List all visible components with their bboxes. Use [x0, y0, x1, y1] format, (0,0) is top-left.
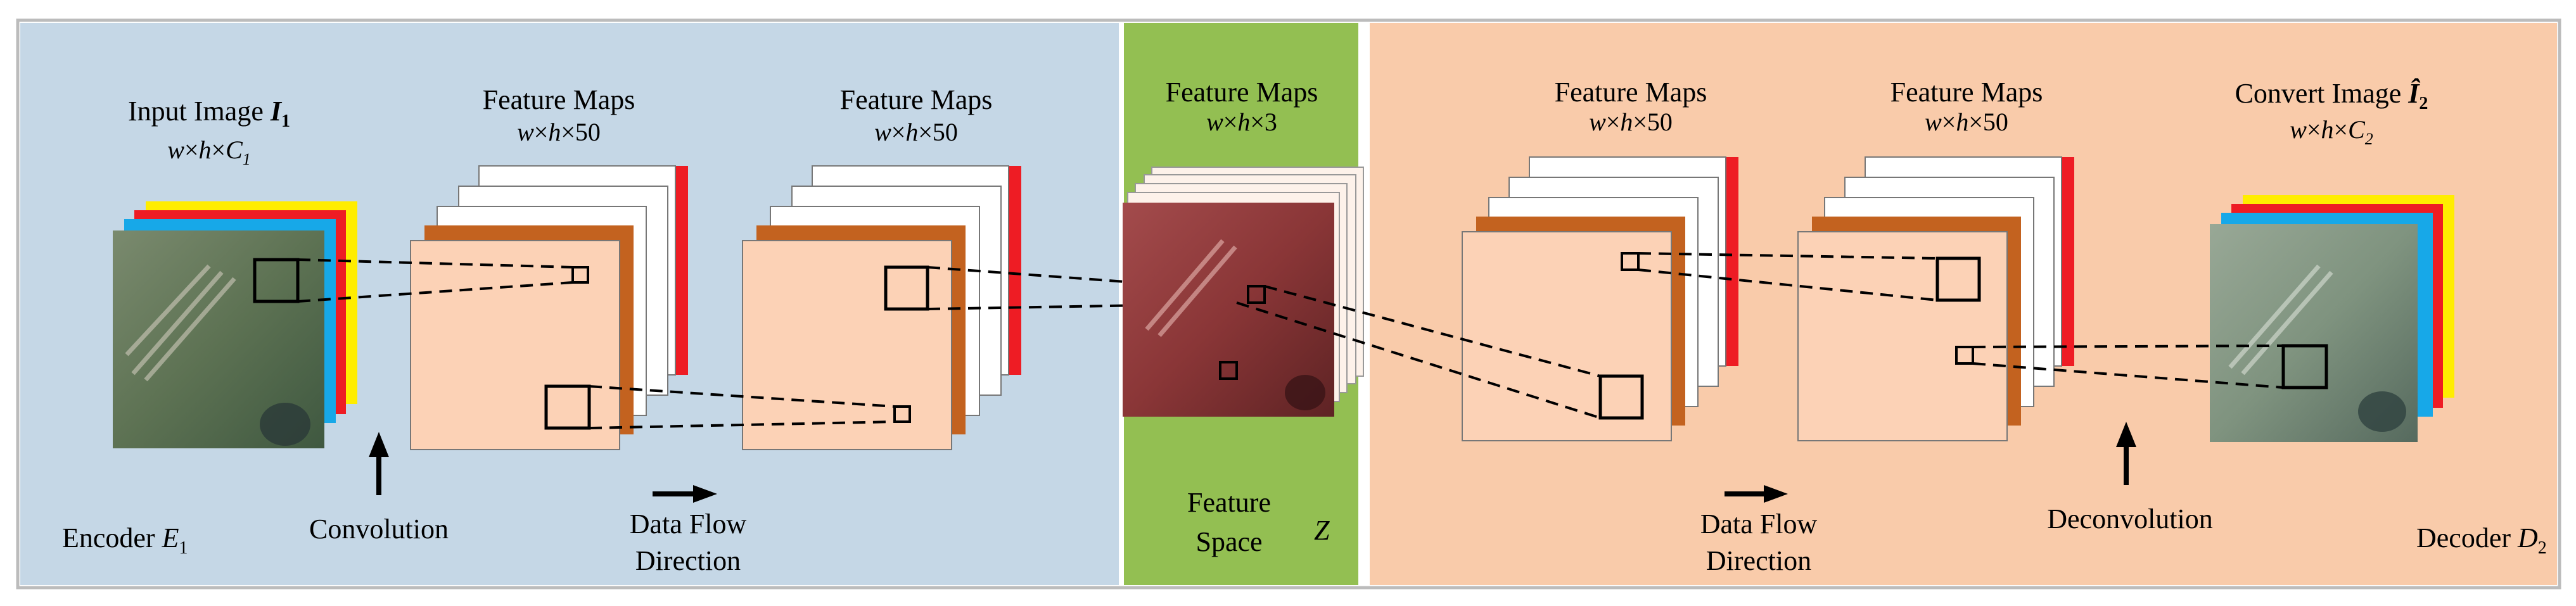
- feature-space-stack: [1123, 167, 1364, 417]
- feature-space-patch-1: [1247, 285, 1266, 304]
- input-image-dims: w×h×C1: [167, 136, 251, 168]
- encoder-map2-patch-small: [893, 405, 911, 423]
- encoder-map2-patch-large: [884, 265, 929, 311]
- output-satellite-image: [2210, 224, 2418, 442]
- encoder-map1-title: Feature Maps: [483, 84, 635, 115]
- input-image-stack: [113, 201, 357, 448]
- decoder-name-label: Decoder D2: [2416, 522, 2547, 558]
- encoder-data-flow-direction: Direction: [635, 545, 741, 576]
- decoder-data-flow-label: Data Flow: [1700, 508, 1818, 540]
- decoder-map2-dims: w×h×50: [1925, 108, 2008, 136]
- decoder-feature-maps-2: [1797, 156, 2074, 441]
- deconvolution-arrow: [2116, 422, 2136, 485]
- decoder-data-flow-direction: Direction: [1706, 545, 1811, 576]
- encoder-name-label: Encoder E1: [62, 522, 188, 558]
- encoder-data-flow-label: Data Flow: [630, 508, 747, 540]
- encoder-data-flow-arrow: [653, 485, 717, 503]
- feature-space-title: Feature Maps: [1166, 77, 1318, 108]
- input-image-title: Input Image I1: [128, 96, 290, 131]
- decoder-connectors: [1236, 252, 2284, 419]
- feature-space-dims: w×h×3: [1206, 108, 1277, 136]
- deconvolution-label: Deconvolution: [2047, 503, 2213, 534]
- decoder-map2-patch-small: [1955, 346, 1974, 365]
- encoder-map1-dims: w×h×50: [517, 118, 601, 146]
- encoder-map2-dims: w×h×50: [874, 118, 958, 146]
- encoder-map1-patch-large: [544, 384, 591, 430]
- decoder-map1-patch-large: [1598, 374, 1644, 420]
- encoder-feature-maps-1: [410, 165, 688, 450]
- output-patch-box: [2281, 344, 2328, 389]
- decoder-data-flow-arrow: [1725, 485, 1788, 503]
- convolution-label: Convolution: [309, 514, 449, 545]
- feature-space-label-1: Feature: [1187, 487, 1271, 518]
- decoder-map1-title: Feature Maps: [1555, 77, 1707, 108]
- decoder-map2-patch-large: [1935, 256, 1981, 302]
- encoder-map2-title: Feature Maps: [840, 84, 993, 115]
- output-image-dims: w×h×C2: [2290, 115, 2373, 148]
- feature-space-label-2: Space: [1196, 526, 1262, 557]
- output-image-title: Convert Image Î2: [2235, 78, 2428, 113]
- input-satellite-image: [113, 230, 324, 448]
- feature-space-symbol: Z: [1314, 515, 1330, 546]
- feature-space-satellite-image: [1123, 203, 1334, 417]
- input-patch-box: [253, 258, 300, 303]
- decoder-map1-dims: w×h×50: [1589, 108, 1673, 136]
- decoder-map1-patch-small: [1621, 252, 1640, 271]
- encoder-feature-maps-2: [742, 165, 1021, 450]
- convolution-arrow: [369, 432, 389, 495]
- feature-space-patch-2: [1219, 361, 1238, 380]
- decoder-map2-title: Feature Maps: [1891, 77, 2043, 108]
- decoder-feature-maps-1: [1462, 156, 1738, 441]
- output-image-stack: [2210, 195, 2454, 442]
- encoder-map1-patch-small: [571, 266, 589, 284]
